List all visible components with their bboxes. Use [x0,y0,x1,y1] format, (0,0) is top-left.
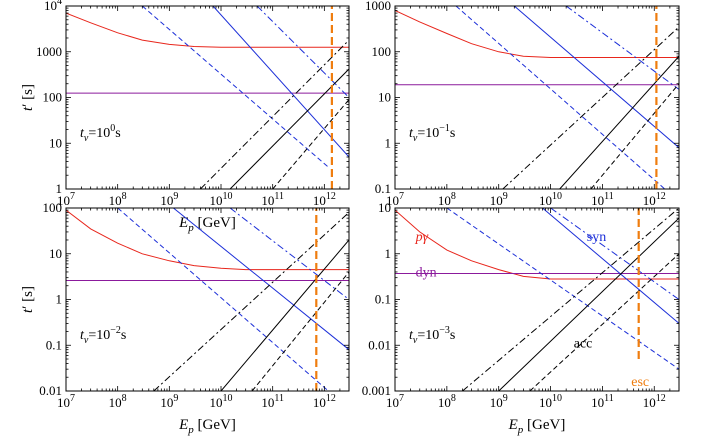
series-line-acc [220,239,349,391]
y-tick-label: 1 [56,181,63,196]
plot-frame [394,207,680,392]
x-axis-label: Ep [GeV] [178,417,236,436]
series-group [66,208,349,391]
panel-annotation: tv=10−2s [80,325,126,346]
series-line-acc [200,39,349,189]
series-line-syn [212,6,349,158]
x-tick-label: 109 [160,191,178,208]
x-axis-label: Ep [GeV] [508,417,566,436]
y-tick-label: 0.001 [362,383,391,398]
series-line-acc [229,68,349,189]
x-tick-label: 107 [386,393,404,410]
y-tick-label: 0.01 [368,337,391,352]
y-tick-label: 10 [378,90,391,105]
series-group [66,6,349,189]
panel-annotation: tv=10−3s [409,325,455,346]
series-line-syn [117,208,329,391]
x-tick-label: 1011 [591,393,614,410]
series-line-pgamma [395,209,679,280]
panel-4: 107 108 109 1010 1011 1012 0.001 0.01 0.1 1 10 tv=1… [362,200,680,436]
series-line-acc [462,208,679,391]
x-tick-label: 1012 [643,191,666,208]
x-tick-label: 1010 [210,393,233,410]
series-line-acc [153,212,349,391]
x-tick-label: 1010 [539,191,562,208]
y-tick-label: 100 [372,44,392,59]
series-line-syn [173,208,349,351]
curve-label: dyn [416,265,437,280]
x-tick-label: 1010 [539,393,562,410]
x-tick-label: 108 [438,191,456,208]
series-line-acc [529,253,679,391]
x-tick-label: 1011 [261,393,284,410]
x-tick-label: 109 [490,191,508,208]
y-tick-label: 0.01 [39,383,62,398]
plot-frame [394,5,680,190]
y-tick-label: 10 [378,200,391,215]
x-tick-label: 107 [57,393,75,410]
series-line-acc [251,271,349,391]
series-group [395,208,679,391]
series-line-syn [565,6,679,90]
y-tick-label: 100 [43,200,63,215]
series-line-syn [542,208,679,324]
x-axis-label: Ep [GeV] [178,215,236,234]
series-line-pgamma [66,12,349,48]
curve-label: acc [574,336,593,351]
series-line-acc [559,55,679,189]
x-tick-label: 108 [438,393,456,410]
series-line-acc [272,99,349,189]
series-line-syn [513,6,679,149]
y-tick-label: 1 [56,292,63,307]
series-line-syn [256,6,349,98]
y-tick-label: 0.1 [375,181,391,196]
series-line-acc [498,217,679,391]
y-tick-label: 1 [385,135,392,150]
series-line-pgamma [66,209,349,271]
panel-annotation: tv=100s [80,123,121,144]
x-tick-label: 109 [160,393,178,410]
x-tick-label: 107 [57,191,75,208]
x-tick-label: 109 [490,393,508,410]
series-line-syn [141,6,329,168]
series-line-syn [446,208,679,370]
curve-label: pγ [415,230,429,245]
plot-frame [65,5,350,190]
y-tick-label: 104 [44,0,62,13]
series-line-acc [590,83,679,189]
y-axis-label: t′ [s] [20,84,36,111]
y-tick-label: 1 [385,246,392,261]
curve-label: esc [631,375,649,390]
series-line-syn [455,6,666,189]
y-tick-label: 0.1 [46,337,62,352]
x-tick-label: 107 [386,191,404,208]
panel-2: 107 108 109 1010 1011 1012 0.1 1 10 100 1000 tv=10−… [365,0,680,208]
y-tick-label: 10 [49,246,62,261]
y-axis-label: t′ [s] [20,286,36,313]
x-tick-label: 1011 [591,191,614,208]
x-tick-label: 108 [109,191,127,208]
panel-3: 107 108 109 1010 1011 1012 0.01 0.1 1 10 100 tv=10−… [20,200,350,436]
panel-1: 107 108 109 1010 1011 1012 1 10 100 1000 104 tv=100… [20,0,350,234]
series-group [395,6,679,189]
series-line-pgamma [395,9,679,58]
x-tick-label: 1011 [261,191,284,208]
y-tick-label: 100 [43,90,63,105]
series-line-syn [550,208,679,300]
x-tick-label: 1012 [313,191,336,208]
y-tick-label: 0.1 [375,292,391,307]
x-tick-label: 1010 [210,191,233,208]
y-tick-label: 1000 [365,0,391,13]
x-tick-label: 1012 [313,393,336,410]
panel-annotation: tv=10−1s [409,123,455,144]
series-line-syn [229,208,349,300]
y-tick-label: 10 [49,135,62,150]
series-line-acc [502,26,679,189]
curve-label: syn [587,230,606,245]
x-tick-label: 108 [109,393,127,410]
x-tick-label: 1012 [643,393,666,410]
y-tick-label: 1000 [36,44,62,59]
